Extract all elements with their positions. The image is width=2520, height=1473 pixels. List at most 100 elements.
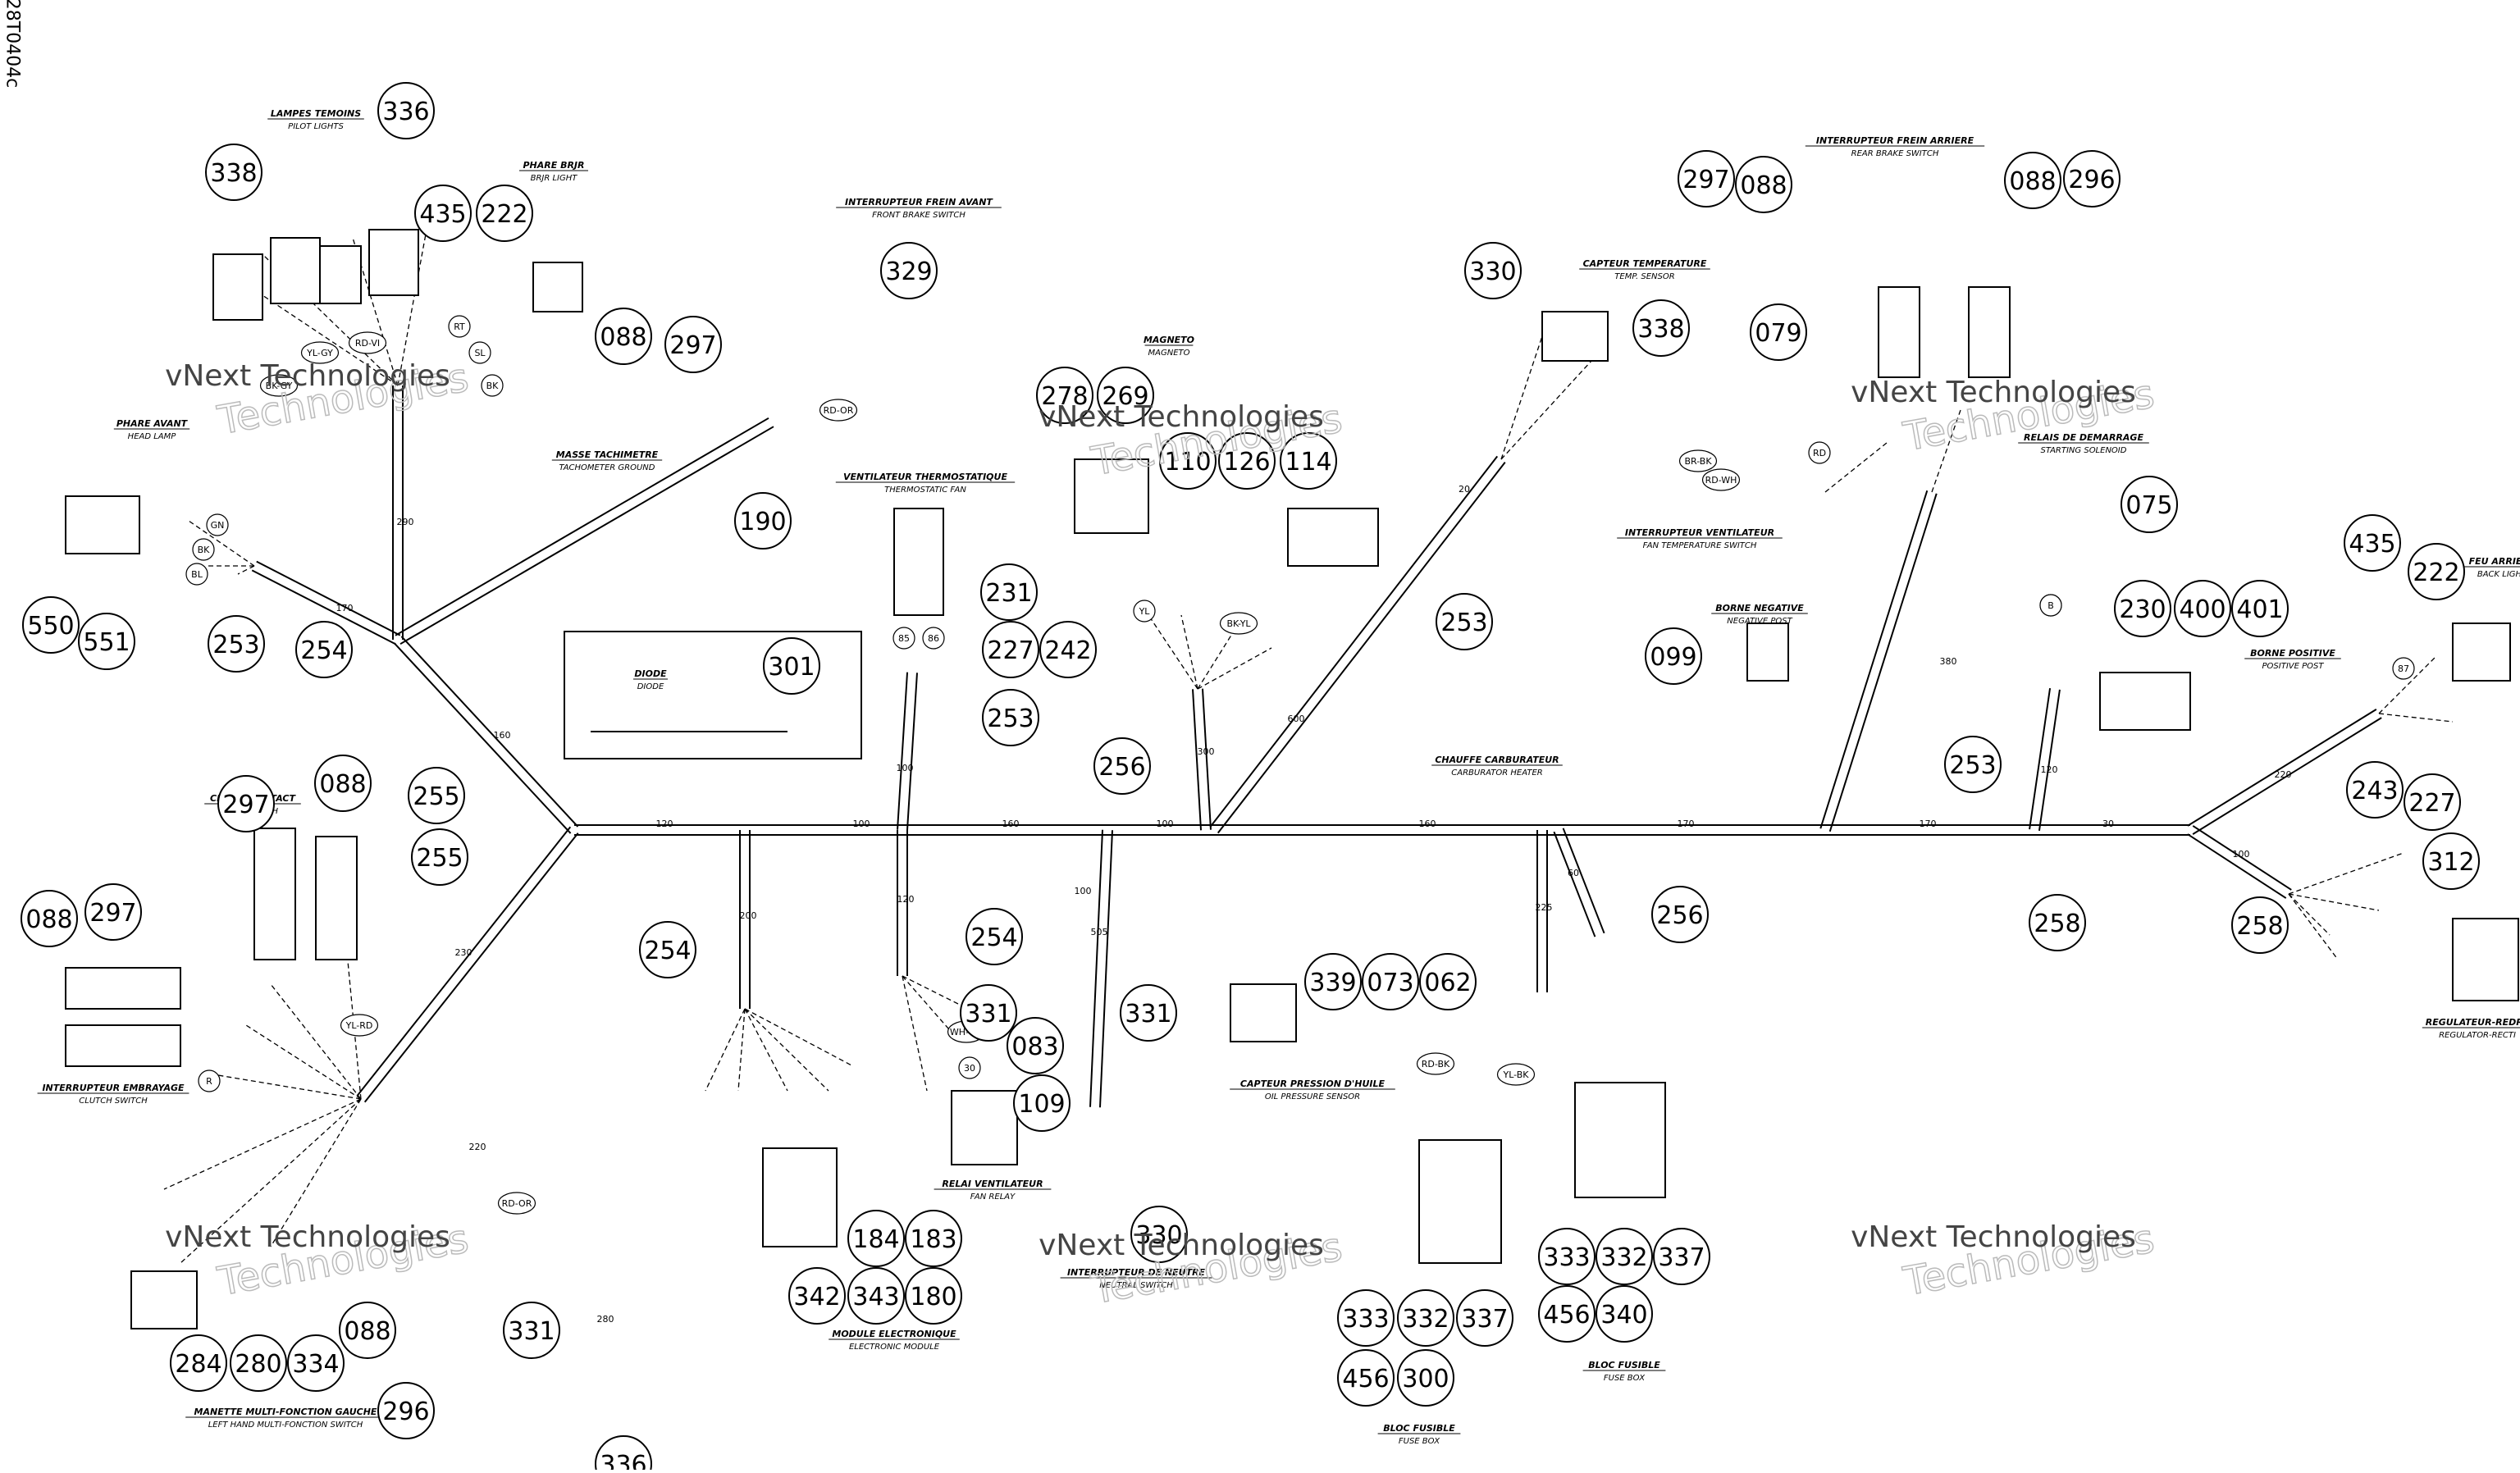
wire [245, 1024, 362, 1100]
callout-circle [1362, 953, 1419, 1010]
length-dimension: 600 [1288, 714, 1305, 724]
harness-callout: 336 [595, 1435, 652, 1473]
wire-tag-text: BL [191, 569, 203, 580]
callout-number: 297 [222, 791, 269, 819]
wire-tag-oval [206, 513, 229, 536]
length-dimension: 120 [2041, 764, 2058, 775]
callout-circle [905, 1267, 962, 1325]
wire [737, 1008, 746, 1092]
callout-number: 342 [793, 1283, 840, 1311]
callout-circle [788, 1267, 846, 1325]
callout-circle [2231, 896, 2289, 954]
label-fr: BORNE NEGATIVE [1715, 603, 1804, 613]
negative-post-lug [1746, 622, 1789, 682]
callout-bubble: 297 [84, 883, 142, 941]
wire [744, 1008, 788, 1092]
wire [1197, 647, 1272, 690]
label-fr: VENTILATEUR THERMOSTATIQUE [843, 472, 1007, 482]
callout-number: 551 [83, 628, 130, 657]
callout-number: 099 [1650, 643, 1696, 672]
callout-bubble: 456 [1337, 1349, 1395, 1407]
label-fr: RELAI VENTILATEUR [942, 1179, 1043, 1189]
label-fr: FEU ARRIERE [2469, 556, 2520, 567]
callout-number: 278 [1041, 382, 1088, 411]
callout-bubble: 088 [595, 308, 652, 365]
callout-number: 231 [985, 579, 1032, 608]
callout-circle [905, 1210, 962, 1267]
wire-tag: 86 [922, 627, 945, 650]
length-dimension: 225 [1536, 902, 1553, 913]
callout-number: 269 [1102, 382, 1148, 411]
length-dimension: 170 [1920, 819, 1937, 829]
wire-tag-text: RD-OR [502, 1198, 532, 1209]
harness-line [2192, 717, 2382, 835]
callout-circle [1538, 1285, 1596, 1343]
callout-number: 255 [416, 844, 463, 873]
wire-tag-oval [892, 627, 915, 650]
callout-number: 088 [25, 905, 72, 934]
wire-tag: YL-GY [300, 341, 340, 364]
callout-circle [2029, 894, 2086, 951]
wire [270, 983, 362, 1100]
callout-bubble: 297 [217, 775, 275, 832]
label-fr: CAPTEUR TEMPERATURE [1583, 258, 1707, 269]
callout-circle [639, 921, 696, 978]
callout-circle [2114, 580, 2171, 637]
callout-bubble: 333 [1538, 1228, 1596, 1285]
callout-number: 075 [2125, 491, 2172, 520]
callout-circle [880, 242, 938, 299]
harness-callout: 253 [1436, 593, 1493, 650]
callout-number: 329 [885, 258, 932, 286]
wire-tag-text: GN [211, 520, 225, 531]
callout-circle [1750, 303, 1807, 361]
callout-bubble: 230 [2114, 580, 2171, 637]
wire [2288, 852, 2404, 895]
callout-circle [1304, 953, 1362, 1010]
wire [237, 278, 399, 386]
wire-tag-text: 85 [898, 633, 910, 644]
wire-tag-text: YL-RD [345, 1020, 373, 1031]
magneto-plug [1287, 508, 1379, 567]
wire-tag: GN [206, 513, 229, 536]
callout-circle [295, 621, 353, 678]
wire-tag-oval [2039, 594, 2062, 617]
watermark-text: vNext Technologies [1039, 1229, 1324, 1262]
callout-circle [1097, 367, 1154, 424]
length-dimension: 100 [2233, 849, 2250, 860]
callout-bubble: 333 [1337, 1289, 1395, 1347]
wire [744, 1008, 854, 1067]
callout-bubble: 073 [1362, 953, 1419, 1010]
label-fr: INTERRUPTEUR VENTILATEUR [1625, 527, 1774, 538]
callout-number: 284 [175, 1350, 221, 1379]
callout-number: 253 [212, 631, 259, 659]
callout-number: 333 [1543, 1243, 1590, 1272]
callout-bubble: 337 [1456, 1289, 1513, 1347]
wire-tag-oval [348, 331, 387, 354]
harness-line [906, 673, 918, 831]
harness-line [1201, 688, 1212, 830]
wire-tag-oval [2392, 657, 2415, 680]
harness-line [251, 569, 396, 645]
length-dimension: 280 [597, 1314, 614, 1325]
callout-circle [982, 689, 1039, 746]
callout-number: 230 [2119, 595, 2166, 624]
callout-bubble: 332 [1596, 1228, 1653, 1285]
callout-bubble: 088 [21, 890, 78, 947]
wire-tag: BK-YL [1219, 612, 1258, 635]
callout-bubble: 334 [287, 1334, 345, 1392]
callout-circle [2422, 832, 2480, 890]
callout-bubble: 284 [170, 1334, 227, 1392]
callout-bubble: 343 [847, 1267, 905, 1325]
harness-line [1217, 462, 1506, 834]
callout-bubble: 301 [763, 637, 820, 695]
watermark-text: vNext Technologies [1851, 376, 2136, 409]
callout-bubble: 075 [2121, 476, 2178, 533]
callout-number: 190 [739, 508, 786, 536]
callout-bubble: 083 [1007, 1017, 1064, 1074]
callout-number: 336 [600, 1451, 646, 1470]
